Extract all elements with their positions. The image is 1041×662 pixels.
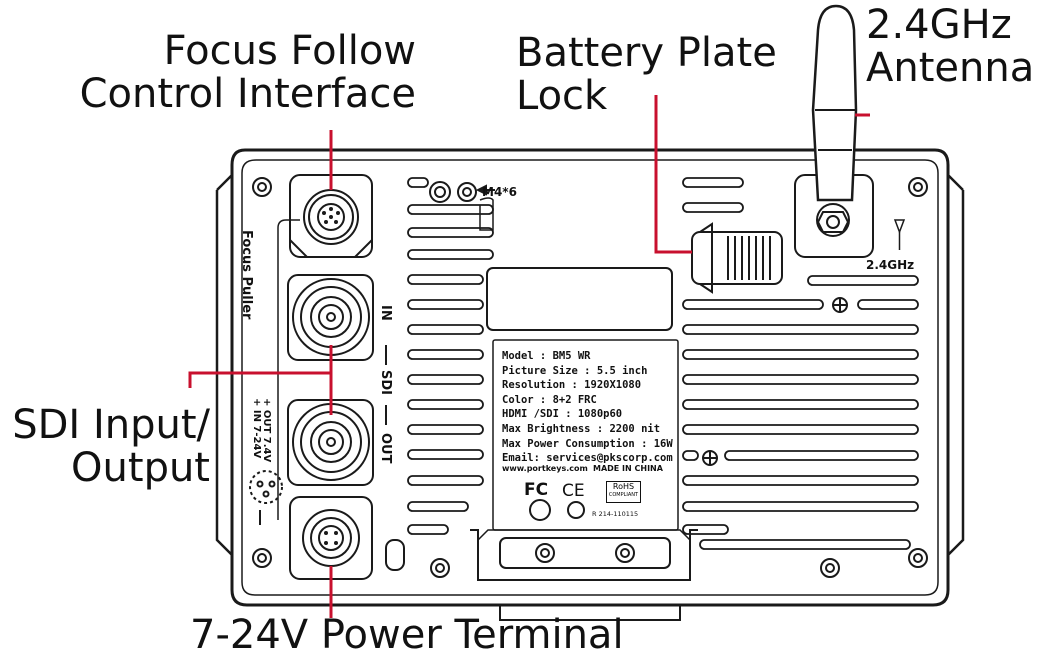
focus-puller-label: Focus Puller [239,230,254,320]
antenna-line-2: Antenna [866,45,1035,92]
rohs-title: RoHS [612,482,635,491]
spec-line: Color : 8+2 FRC [502,393,597,406]
focus-follow-line-1: Focus Follow [163,28,416,74]
battery-plate-callout: Battery Plate Lock [516,30,777,120]
spec-line: Max Power Consumption : 16W [502,437,673,450]
spec-line: Model : BM5 WR [502,350,591,362]
focus-follow-callout: Focus Follow Control Interface [66,28,416,118]
made-in-label: MADE IN CHINA [593,464,663,473]
fc-mark: FC [524,480,549,500]
rohs-subtitle: COMPLIANT [608,492,639,498]
power-terminal-callout: 7-24V Power Terminal [190,612,624,658]
battery-plate-line-2: Lock [516,73,608,120]
m4-screw-label: M4*6 [482,185,517,199]
spec-line: Max Brightness : 2200 nit [502,422,661,435]
spec-line: HDMI /SDI : 1080p60 [502,408,623,421]
sdi-label: SDI [378,370,393,395]
focus-follow-line-2: Control Interface [79,71,416,118]
spec-line: Resolution : 1920X1080 [502,379,642,392]
sdi-out-label: OUT [378,433,393,464]
spec-plate: Model : BM5 WR Picture Size : 5.5 inch R… [502,349,673,466]
rohs-badge: RoHS COMPLIANT [606,481,641,503]
spec-line: Email: services@pkscorp.com [502,452,673,465]
spec-line: Picture Size : 5.5 inch [502,364,648,377]
power-in-label: + IN 7-24V [251,398,262,459]
power-out-label: + OUT 7.4V [261,398,272,463]
ce-mark: CE [562,481,585,501]
sdi-line-2: Output [71,445,210,492]
antenna-line-1: 2.4GHz [866,2,1012,48]
sdi-callout: SDI Input/ Output [2,402,210,492]
antenna-callout: 2.4GHz Antenna [866,2,1035,92]
website-label: www.portkeys.com [502,464,588,473]
antenna-ghz-label: 2.4GHz [866,258,915,272]
sdi-line-1: SDI Input/ [12,402,210,448]
cert-code: R 214-110115 [592,510,639,518]
battery-plate-line-1: Battery Plate [516,30,777,76]
sdi-in-label: IN [378,305,393,321]
